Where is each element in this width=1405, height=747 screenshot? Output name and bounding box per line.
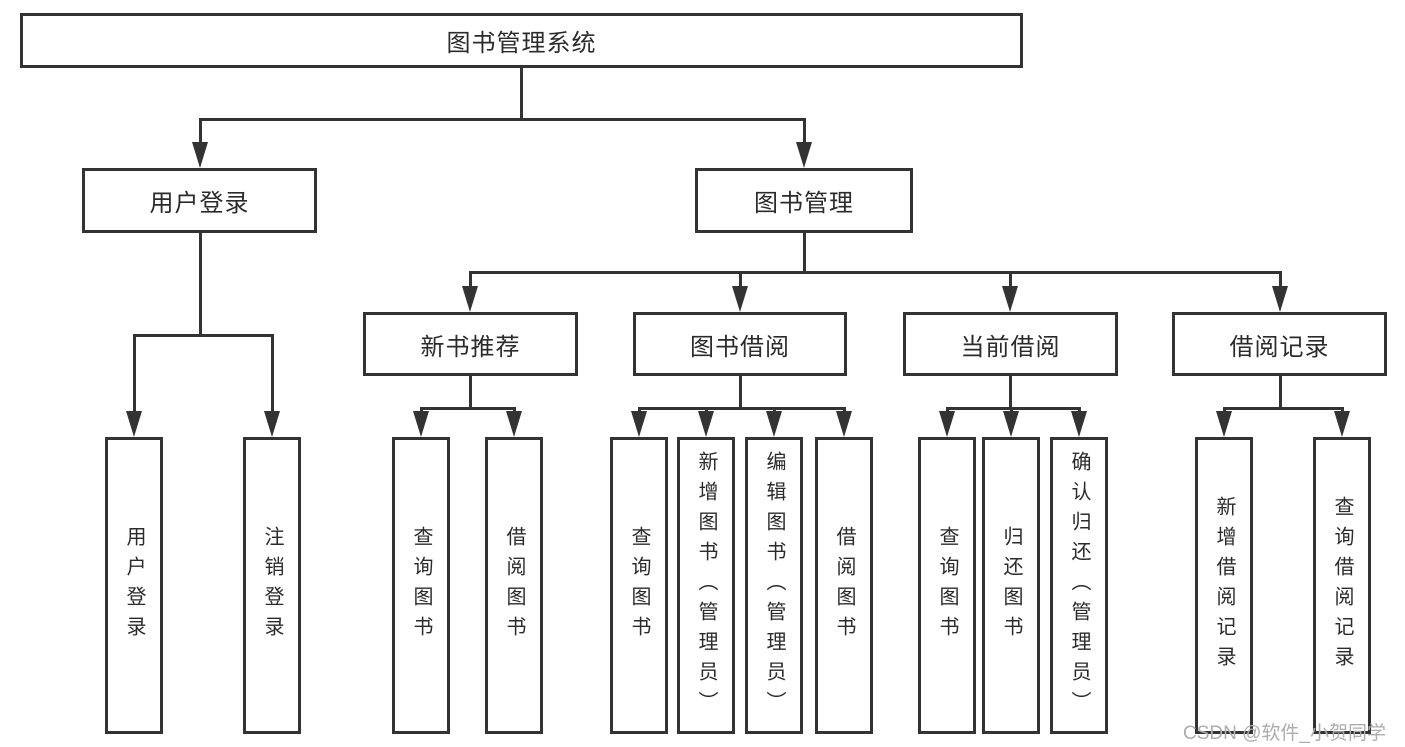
connector-line: [637, 406, 846, 410]
leaf-query-borrow-record: 查询借阅记录: [1313, 437, 1371, 734]
leaf-query-book-current: 查询图书: [918, 437, 976, 734]
node-book-borrow-label: 图书借阅: [690, 333, 790, 361]
leaf-edit-book-admin: 编辑图书（管理员）: [745, 437, 803, 734]
arrowhead-icon: [1334, 411, 1350, 437]
arrowhead-icon: [631, 411, 647, 437]
leaf-confirm-return-admin-label: 确认归还（管理员）: [1068, 450, 1090, 721]
node-book-borrow: 图书借阅: [633, 312, 847, 376]
node-current-borrow: 当前借阅: [903, 312, 1118, 376]
leaf-add-borrow-record-label: 新增借阅记录: [1213, 495, 1235, 676]
leaf-query-borrow-record-label: 查询借阅记录: [1331, 495, 1353, 676]
arrowhead-icon: [732, 286, 748, 312]
connector-line: [802, 233, 806, 272]
node-borrow-record: 借阅记录: [1172, 312, 1387, 376]
arrowhead-icon: [462, 286, 478, 312]
connector-line: [468, 376, 472, 408]
arrowhead-icon: [264, 411, 280, 437]
leaf-confirm-return-admin: 确认归还（管理员）: [1050, 437, 1108, 734]
connector-line: [419, 406, 516, 410]
arrowhead-icon: [766, 411, 782, 437]
connector-line: [1278, 272, 1282, 288]
connector-line: [1008, 272, 1012, 288]
leaf-borrow-book: 借阅图书: [815, 437, 873, 734]
leaf-user-login: 用户登录: [105, 437, 163, 734]
leaf-edit-book-admin-label: 编辑图书（管理员）: [763, 450, 785, 721]
leaf-borrow-book-recommend: 借阅图书: [485, 437, 543, 734]
arrowhead-icon: [796, 142, 812, 168]
arrowhead-icon: [836, 411, 852, 437]
arrowhead-icon: [192, 142, 208, 168]
leaf-logout-label: 注销登录: [261, 525, 283, 646]
connector-line: [738, 272, 742, 288]
arrowhead-icon: [413, 411, 429, 437]
connector-line: [519, 68, 523, 119]
connector-line: [468, 270, 1282, 274]
arrowhead-icon: [1071, 411, 1087, 437]
connector-line: [132, 333, 274, 337]
leaf-query-book-borrow-label: 查询图书: [628, 525, 650, 646]
node-user-login: 用户登录: [82, 168, 317, 233]
node-borrow-record-label: 借阅记录: [1229, 333, 1330, 361]
node-library-management-system: 图书管理系统: [20, 13, 1023, 68]
leaf-query-book-borrow: 查询图书: [610, 437, 668, 734]
arrowhead-icon: [698, 411, 714, 437]
connector-line: [945, 406, 1081, 410]
leaf-return-book-label: 归还图书: [1000, 525, 1022, 646]
connector-line: [802, 119, 806, 144]
node-book-management: 图书管理: [695, 168, 913, 233]
connector-line: [198, 119, 202, 144]
node-book-management-label: 图书管理: [754, 190, 854, 217]
connector-line: [132, 335, 136, 413]
arrowhead-icon: [126, 411, 142, 437]
connector-line: [198, 117, 806, 121]
arrowhead-icon: [506, 411, 522, 437]
node-user-login-label: 用户登录: [149, 190, 250, 217]
node-new-book-recommend-label: 新书推荐: [420, 333, 521, 361]
leaf-add-book-admin: 新增图书（管理员）: [677, 437, 735, 734]
arrowhead-icon: [1272, 286, 1288, 312]
leaf-add-borrow-record: 新增借阅记录: [1195, 437, 1253, 734]
connector-line: [1278, 376, 1282, 408]
leaf-add-book-admin-label: 新增图书（管理员）: [695, 450, 717, 721]
leaf-borrow-book-label: 借阅图书: [833, 525, 855, 646]
arrowhead-icon: [939, 411, 955, 437]
connector-line: [1222, 406, 1344, 410]
connector-line: [198, 233, 202, 335]
node-library-management-system-label: 图书管理系统: [446, 30, 597, 57]
connector-line: [1008, 376, 1012, 408]
node-new-book-recommend: 新书推荐: [363, 312, 578, 376]
leaf-query-book-current-label: 查询图书: [936, 525, 958, 646]
leaf-return-book: 归还图书: [982, 437, 1040, 734]
node-current-borrow-label: 当前借阅: [960, 333, 1061, 361]
arrowhead-icon: [1216, 411, 1232, 437]
arrowhead-icon: [1003, 411, 1019, 437]
leaf-borrow-book-recommend-label: 借阅图书: [503, 525, 525, 646]
leaf-query-book-recommend: 查询图书: [392, 437, 450, 734]
leaf-query-book-recommend-label: 查询图书: [410, 525, 432, 646]
connector-line: [270, 335, 274, 413]
arrowhead-icon: [1002, 286, 1018, 312]
connector-line: [468, 272, 472, 288]
connector-line: [738, 376, 742, 408]
leaf-logout: 注销登录: [243, 437, 301, 734]
leaf-user-login-label: 用户登录: [123, 525, 145, 646]
csdn-watermark: CSDN @软件_小贺同学: [1183, 723, 1386, 744]
